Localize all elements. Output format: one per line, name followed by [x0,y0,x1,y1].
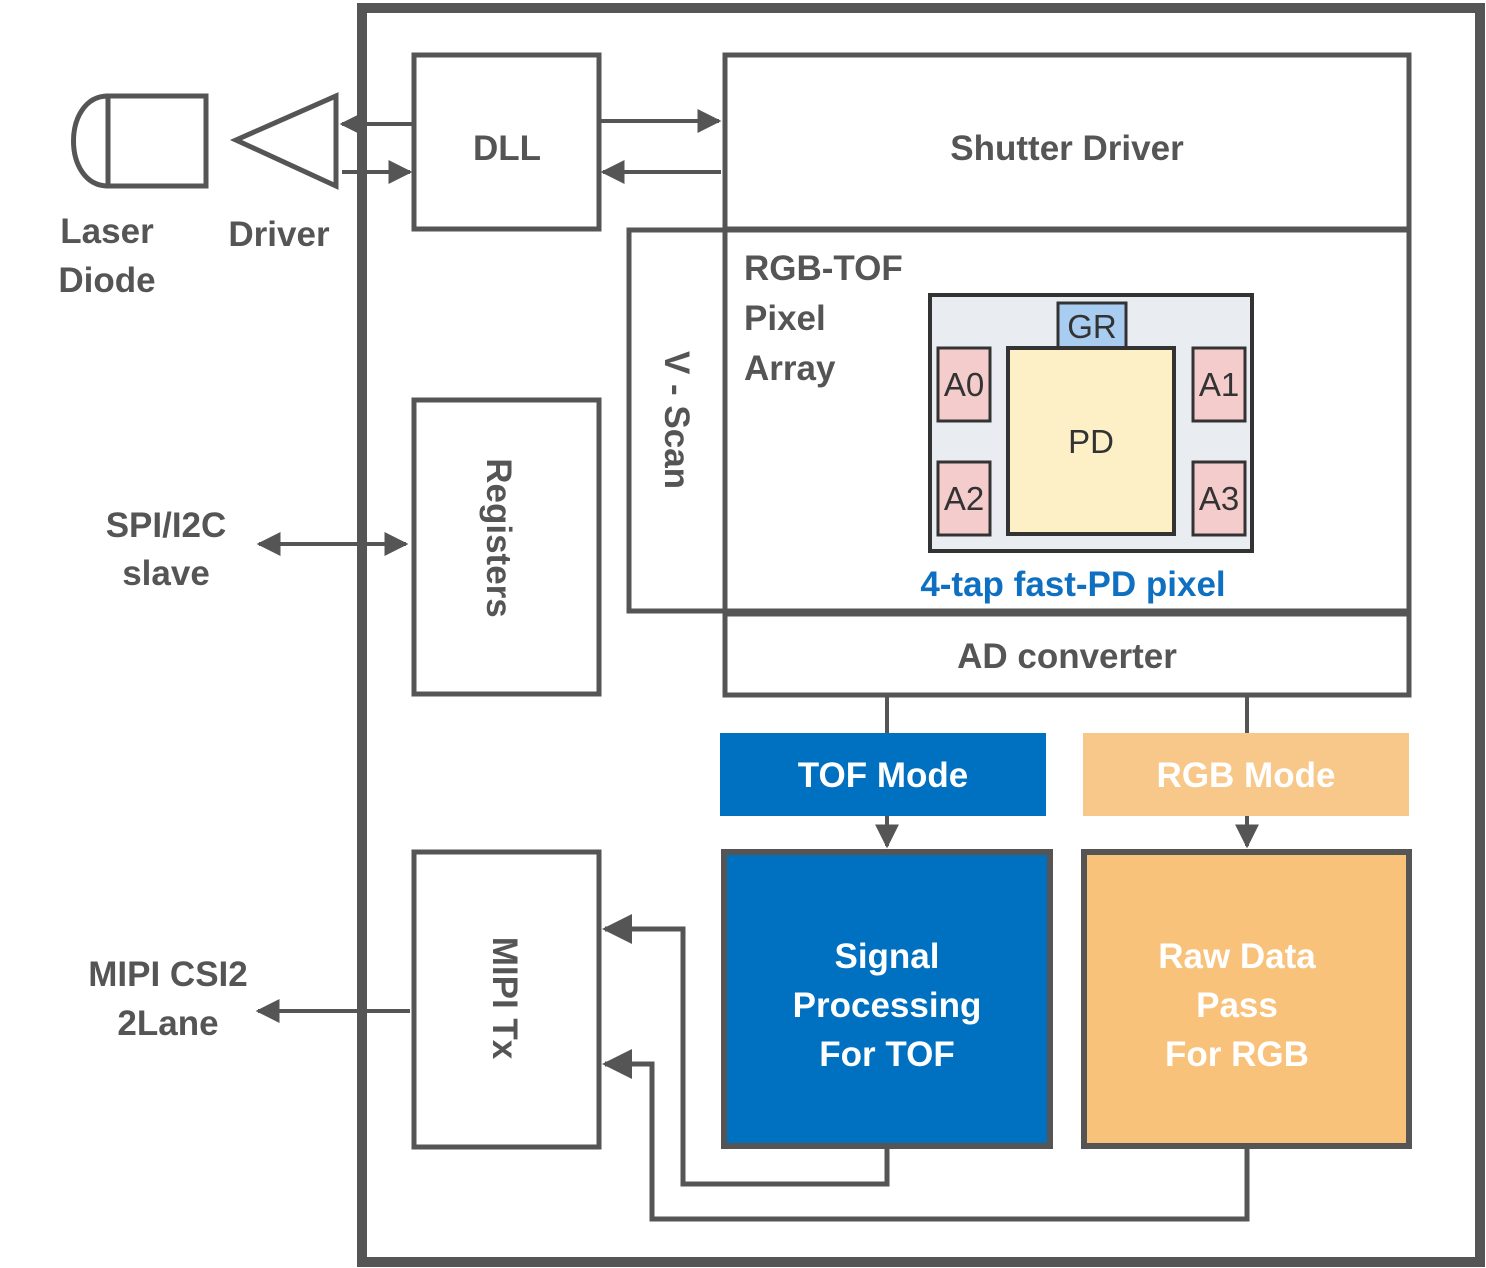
registers-block [411,397,602,697]
laser-diode-label-line2: Diode [58,261,155,300]
a2-label: A2 [944,480,984,517]
signal-processing-line3: For TOF [819,1035,954,1074]
driver-triangle-icon [229,92,339,190]
pixel-detail: GR PD A0 A1 A2 A3 [928,293,1254,553]
mipi-tx-block [411,849,602,1150]
laser-diode-label-line1: Laser [60,212,154,251]
a3-cell [1191,460,1247,537]
mipi-tx-label: MIPI Tx [485,937,524,1060]
driver-label: Driver [228,215,330,254]
mipi-csi2-label-line1: MIPI CSI2 [88,955,247,994]
raw-data-line3: For RGB [1165,1035,1309,1074]
pixel-array-label-line3: Array [744,349,836,388]
ad-converter-block [722,611,1412,698]
tof-mode-block [720,733,1046,816]
gr-cell [1056,301,1128,350]
spi-label-line2: slave [122,554,210,593]
tof-mode-label: TOF Mode [798,756,968,795]
rgb-mode-block [1083,733,1409,816]
dll-block [411,52,602,232]
raw-data-line2: Pass [1196,986,1278,1025]
rgb-mode-label: RGB Mode [1157,756,1336,795]
a3-label: A3 [1199,480,1239,517]
raw-data-line1: Raw Data [1158,937,1316,976]
chip-boundary [357,3,1485,1267]
signal-processing-line2: Processing [793,986,982,1025]
registers-label: Registers [479,458,518,618]
mipi-csi2-label-line2: 2Lane [117,1004,218,1043]
spi-label-line1: SPI/I2C [106,506,227,545]
raw-to-mipi-arrow [602,1049,1250,1222]
pixel-caption: 4-tap fast-PD pixel [920,565,1225,604]
v-scan-label: V - Scan [657,351,696,489]
signal-processing-block [721,849,1053,1149]
raw-data-block [1081,849,1412,1149]
a0-cell [936,346,992,423]
a0-label: A0 [944,366,984,403]
gr-label: GR [1067,308,1117,345]
shutter-driver-block [722,52,1412,232]
a1-cell [1191,346,1247,423]
pd-label: PD [1068,423,1114,460]
a2-cell [936,460,992,537]
pd-cell [1006,346,1176,536]
ad-converter-label: AD converter [957,637,1177,676]
signal-processing-line1: Signal [834,937,939,976]
pixel-array-label-line1: RGB-TOF [744,249,903,288]
signal-to-mipi-arrow [602,914,890,1187]
laser-diode-icon [71,93,209,189]
pixel-array-label-line2: Pixel [744,299,826,338]
dll-label: DLL [473,129,541,168]
shutter-driver-label: Shutter Driver [950,129,1184,168]
a1-label: A1 [1199,366,1239,403]
